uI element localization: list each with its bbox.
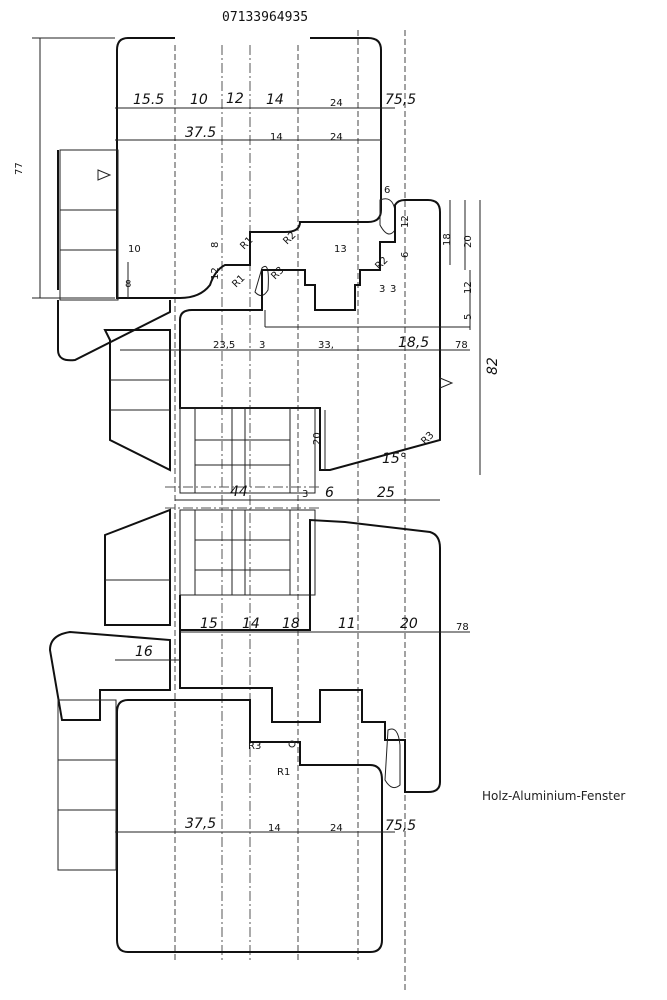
dim-label: 18 — [282, 616, 300, 632]
dim-label: 5 — [463, 314, 474, 320]
dim-label: 44 — [230, 484, 248, 500]
dim-label: 18 — [442, 233, 453, 246]
dim-label: 15° — [382, 451, 407, 467]
lower-sash-profile — [179, 518, 441, 793]
dim-label: 37,5 — [185, 816, 216, 832]
gasket — [254, 265, 269, 296]
aluminium-cladding — [48, 149, 171, 871]
glazing-upper — [179, 407, 316, 494]
dim-label: 6 — [384, 185, 390, 196]
dim-label: 14 — [268, 823, 281, 834]
top-frame-profile — [116, 37, 382, 299]
dim-label: 24 — [330, 132, 343, 143]
dim-label: 75,5 — [385, 92, 416, 108]
dim-label: 3 — [390, 284, 396, 295]
radius-label: R1 — [277, 767, 290, 778]
upper-sash-profile — [179, 199, 441, 471]
dim-label: 10 — [128, 244, 141, 255]
dim-label: 23,5 — [213, 340, 235, 351]
dim-label: 24 — [330, 823, 343, 834]
radius-label: R3 — [269, 265, 286, 282]
dim-label: 78 — [455, 340, 468, 351]
dim-label: 14 — [266, 92, 284, 108]
glazing-lower — [179, 509, 316, 596]
drawing-title: Holz-Aluminium-Fenster — [482, 789, 626, 803]
drill-hole — [288, 740, 296, 748]
dim-label: 6 — [400, 252, 411, 258]
dim-label: 13 — [334, 244, 347, 255]
dim-label: 20 — [400, 616, 418, 632]
dim-label: 8 — [210, 242, 221, 248]
axis-lines — [174, 30, 406, 990]
dim-label: 8 — [125, 279, 131, 290]
dim-label: 75,5 — [385, 818, 416, 834]
dim-label: 77 — [14, 162, 25, 175]
dim-label: 3 — [302, 489, 308, 500]
radius-label: R1 — [238, 235, 255, 252]
dim-label: 11 — [338, 616, 356, 632]
dim-label: 16 — [135, 644, 153, 660]
dim-label: 12 — [463, 281, 474, 294]
dim-label: 12 — [226, 91, 244, 107]
dim-label: 15 — [200, 616, 218, 632]
triangle-marker-icon — [97, 169, 112, 181]
dim-label: 3 — [379, 284, 385, 295]
dim-label: 18,5 — [398, 335, 429, 351]
dim-label: 14 — [270, 132, 283, 143]
radius-label: R3 — [248, 741, 261, 752]
dim-label: 12 — [400, 215, 411, 228]
dimension-lines — [32, 37, 481, 833]
dim-label: 33, — [318, 340, 334, 351]
dim-label: 25 — [377, 485, 395, 501]
dim-label: 82 — [485, 357, 501, 375]
dim-label: 10 — [190, 92, 208, 108]
dim-label: 12 — [210, 267, 221, 280]
dim-label: 20 — [312, 432, 323, 445]
triangle-marker-icon — [439, 377, 454, 389]
radius-label: R1 — [230, 273, 247, 290]
dim-label: 14 — [242, 616, 260, 632]
dim-label: 6 — [325, 485, 334, 501]
dim-label: 15.5 — [133, 92, 164, 108]
bottom-frame-profile — [116, 699, 383, 953]
dim-label: 78 — [456, 622, 469, 633]
phone-number: 07133964935 — [222, 10, 308, 25]
dim-label: 3 — [259, 340, 265, 351]
dim-label: 37.5 — [185, 125, 216, 141]
dim-label: 24 — [330, 98, 343, 109]
gasket — [384, 728, 401, 789]
gasket — [379, 198, 396, 235]
dim-label: 20 — [463, 235, 474, 248]
